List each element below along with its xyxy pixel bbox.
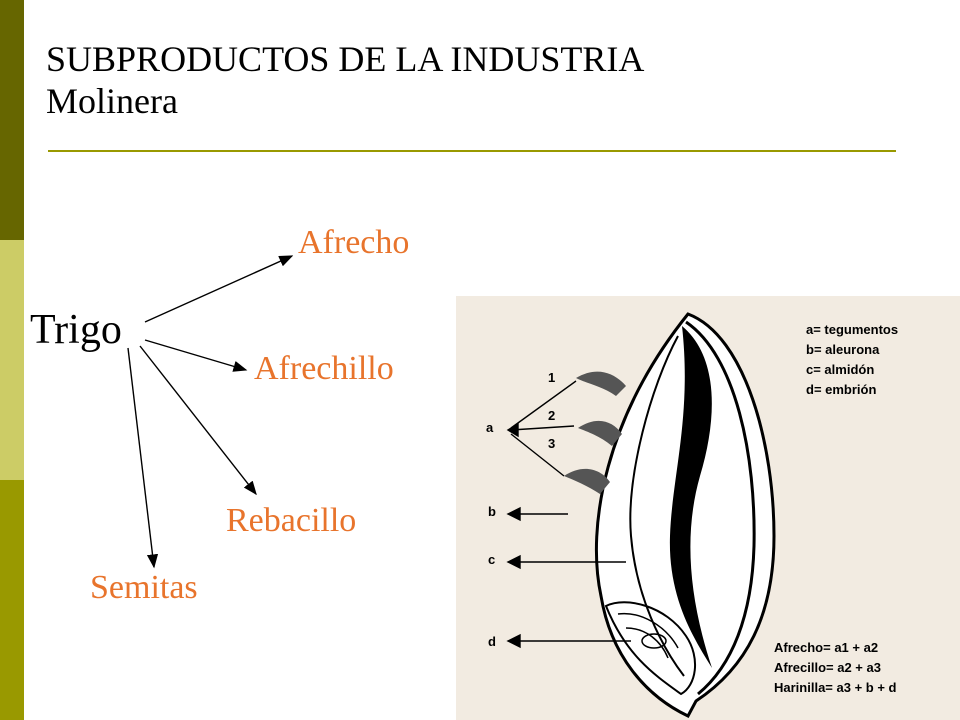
- title-divider: [48, 150, 896, 152]
- part-letter-d: d: [488, 634, 496, 649]
- part-letter-c: c: [488, 552, 495, 567]
- aleurone-layer: [669, 326, 712, 668]
- arrow-to-afrechillo: [144, 339, 248, 372]
- layer-number-1: 1: [548, 370, 555, 385]
- arrow-to-semitas: [127, 347, 159, 569]
- side-bar-bottom: [0, 480, 24, 720]
- side-bar-top: [0, 0, 24, 240]
- product-afrecho: Afrecho: [298, 224, 410, 261]
- callout-arrows: [506, 380, 631, 649]
- wheat-grain-diagram: 1 2 3 a b c d a= tegumentos b= aleurona …: [456, 296, 960, 720]
- layer-cut-1: [576, 371, 626, 396]
- arrow-to-afrecho: [144, 255, 294, 323]
- part-letter-a: a: [486, 420, 494, 435]
- title-line-1: SUBPRODUCTOS DE LA INDUSTRIA: [46, 39, 645, 79]
- product-semitas: Semitas: [90, 569, 198, 606]
- title-line-2: Molinera: [46, 81, 178, 121]
- arrow-to-rebacillo: [139, 345, 257, 496]
- embryo: [604, 601, 697, 696]
- side-bar-middle: [0, 240, 24, 480]
- layer-cut-3: [564, 468, 610, 494]
- formula-harinilla: Harinilla= a3 + b + d: [774, 680, 897, 695]
- legend-line-1: a= tegumentos: [806, 322, 898, 337]
- legend-line-3: c= almidón: [806, 362, 874, 377]
- legend-line-2: b= aleurona: [806, 342, 880, 357]
- part-letter-b: b: [488, 504, 496, 519]
- layer-cut-2: [578, 420, 622, 446]
- formula-afrecillo: Afrecillo= a2 + a3: [774, 660, 881, 675]
- inner-line: [685, 320, 756, 696]
- layer-number-2: 2: [548, 408, 555, 423]
- product-afrechillo: Afrechillo: [254, 350, 394, 387]
- slide-title: SUBPRODUCTOS DE LA INDUSTRIA Molinera: [46, 38, 644, 122]
- formula-afrecho: Afrecho= a1 + a2: [774, 640, 878, 655]
- layer-number-3: 3: [548, 436, 555, 451]
- legend-line-4: d= embrión: [806, 382, 876, 397]
- inner-line-2: [629, 335, 685, 677]
- product-rebacillo: Rebacillo: [226, 502, 357, 539]
- source-label-trigo: Trigo: [30, 307, 122, 353]
